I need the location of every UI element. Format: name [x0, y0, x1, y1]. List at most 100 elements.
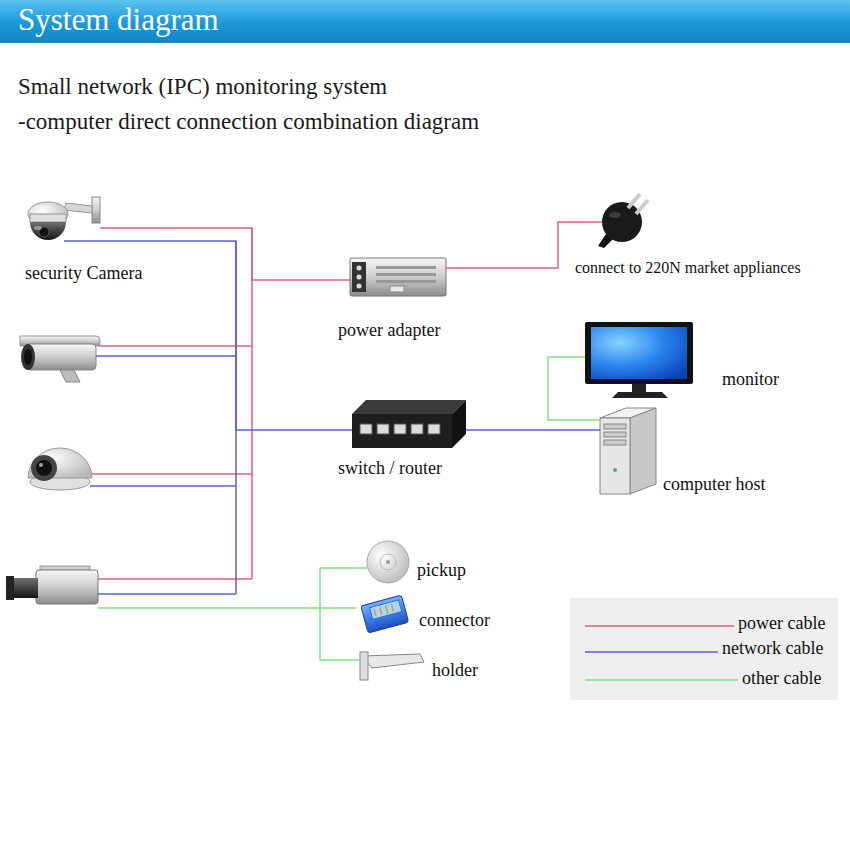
- power-adapter-icon: [352, 262, 366, 292]
- rj45-icon: [374, 609, 376, 617]
- monitor-icon: [591, 327, 687, 379]
- dome-camera: [28, 448, 92, 490]
- box-camera: [10, 578, 38, 598]
- device-node: pickup: [360, 540, 485, 588]
- switch-icon: [394, 424, 406, 434]
- pickup-icon: [386, 560, 390, 564]
- power-adapter-icon: [357, 275, 362, 280]
- power-wires: [92, 222, 602, 579]
- ptz-camera: [30, 222, 66, 240]
- device-label: switch / router: [338, 458, 442, 479]
- ptz-camera: [30, 214, 66, 222]
- power-wires: [335, 279, 350, 281]
- monitor-icon: [585, 322, 693, 384]
- power-wires: [98, 578, 252, 580]
- rj45-icon: [391, 604, 393, 612]
- switch-icon: [352, 400, 466, 448]
- bullet-camera: [20, 336, 100, 382]
- power-adapter-icon: [357, 284, 362, 289]
- legend-line-sample: [585, 679, 738, 681]
- plug-icon: [609, 212, 621, 218]
- network-wires: [98, 593, 236, 595]
- network-wires: [96, 355, 236, 357]
- power-adapter-icon: [376, 273, 436, 276]
- subtitle-line: Small network (IPC) monitoring system: [18, 74, 387, 100]
- bullet-camera: [60, 370, 80, 382]
- device-node: switch / router: [335, 390, 475, 485]
- network-wires: [90, 485, 236, 487]
- legend-row: network cable: [722, 638, 823, 659]
- device-label: holder: [432, 660, 478, 681]
- device-node: connect to 220N market appliances: [570, 185, 842, 285]
- switch-icon: [452, 400, 466, 448]
- ptz-camera: [34, 226, 42, 230]
- box-camera: [36, 570, 98, 604]
- dome-camera: [31, 455, 57, 481]
- device-label: power adapter: [338, 320, 440, 341]
- plug-icon: [628, 194, 640, 208]
- subtitle-line: -computer direct connection combination …: [18, 109, 479, 135]
- cable-connector: [460, 222, 570, 268]
- switch-icon: [352, 414, 452, 448]
- diagram-title: System diagram: [18, 2, 219, 38]
- legend-label: other cable: [742, 668, 821, 689]
- plug-icon: [602, 202, 642, 242]
- computer-tower-icon: [600, 418, 630, 494]
- network-wires: [335, 429, 352, 431]
- device-label: security Camera: [25, 263, 142, 284]
- holder-icon: [360, 652, 368, 680]
- other-wires: [320, 659, 360, 661]
- network-wires: [64, 241, 600, 594]
- cable-connector: [548, 357, 590, 420]
- cable-connector: [475, 429, 590, 431]
- computer-tower-icon: [600, 408, 656, 494]
- power-wires: [92, 473, 252, 475]
- computer-tower-icon: [630, 408, 656, 494]
- switch-icon: [360, 424, 372, 434]
- power-adapter-icon: [350, 258, 446, 296]
- dome-camera: [36, 460, 52, 476]
- device-label: pickup: [417, 560, 466, 581]
- dome-camera: [39, 463, 43, 467]
- network-wires: [466, 429, 475, 431]
- device-node: connector: [355, 592, 505, 642]
- plug-icon: [598, 194, 648, 248]
- legend-line-sample: [585, 651, 718, 653]
- bullet-camera: [21, 344, 35, 370]
- legend-label: power cable: [738, 613, 825, 634]
- power-adapter-icon: [376, 266, 436, 269]
- holder-icon: [360, 652, 424, 680]
- box-camera: [6, 576, 14, 600]
- computer-tower-icon: [604, 440, 626, 445]
- cable-connector: [163, 228, 335, 280]
- rj45-icon: [386, 606, 388, 614]
- monitor-icon: [585, 322, 693, 398]
- other-wires: [580, 356, 585, 358]
- device-node: holder: [355, 646, 495, 688]
- computer-tower-icon: [604, 424, 626, 429]
- ptz-camera: [28, 197, 100, 240]
- power-wires: [100, 227, 163, 229]
- legend-label: network cable: [722, 638, 823, 659]
- bullet-camera: [24, 349, 32, 365]
- power-adapter-icon: [390, 286, 404, 292]
- legend-panel: [570, 598, 838, 700]
- label-row: -computer direct connection combination …: [18, 109, 479, 135]
- rj45-icon: [361, 595, 409, 633]
- power-wires: [100, 345, 252, 347]
- switch-icon: [428, 424, 440, 434]
- legend-row: other cable: [742, 668, 821, 689]
- cable-connector: [163, 241, 335, 430]
- label-row: Small network (IPC) monitoring system: [18, 74, 387, 100]
- device-label: monitor: [722, 369, 779, 390]
- legend-line-sample: [585, 625, 734, 627]
- rj45-icon: [361, 595, 409, 633]
- computer-tower-icon: [613, 468, 617, 472]
- bullet-camera: [26, 344, 96, 370]
- power-wires: [570, 221, 602, 223]
- other-wires: [98, 607, 356, 609]
- other-wires: [319, 568, 321, 660]
- rj45-icon: [380, 607, 382, 615]
- header-bar: System diagram: [0, 0, 850, 43]
- device-label: connect to 220N market appliances: [575, 259, 801, 277]
